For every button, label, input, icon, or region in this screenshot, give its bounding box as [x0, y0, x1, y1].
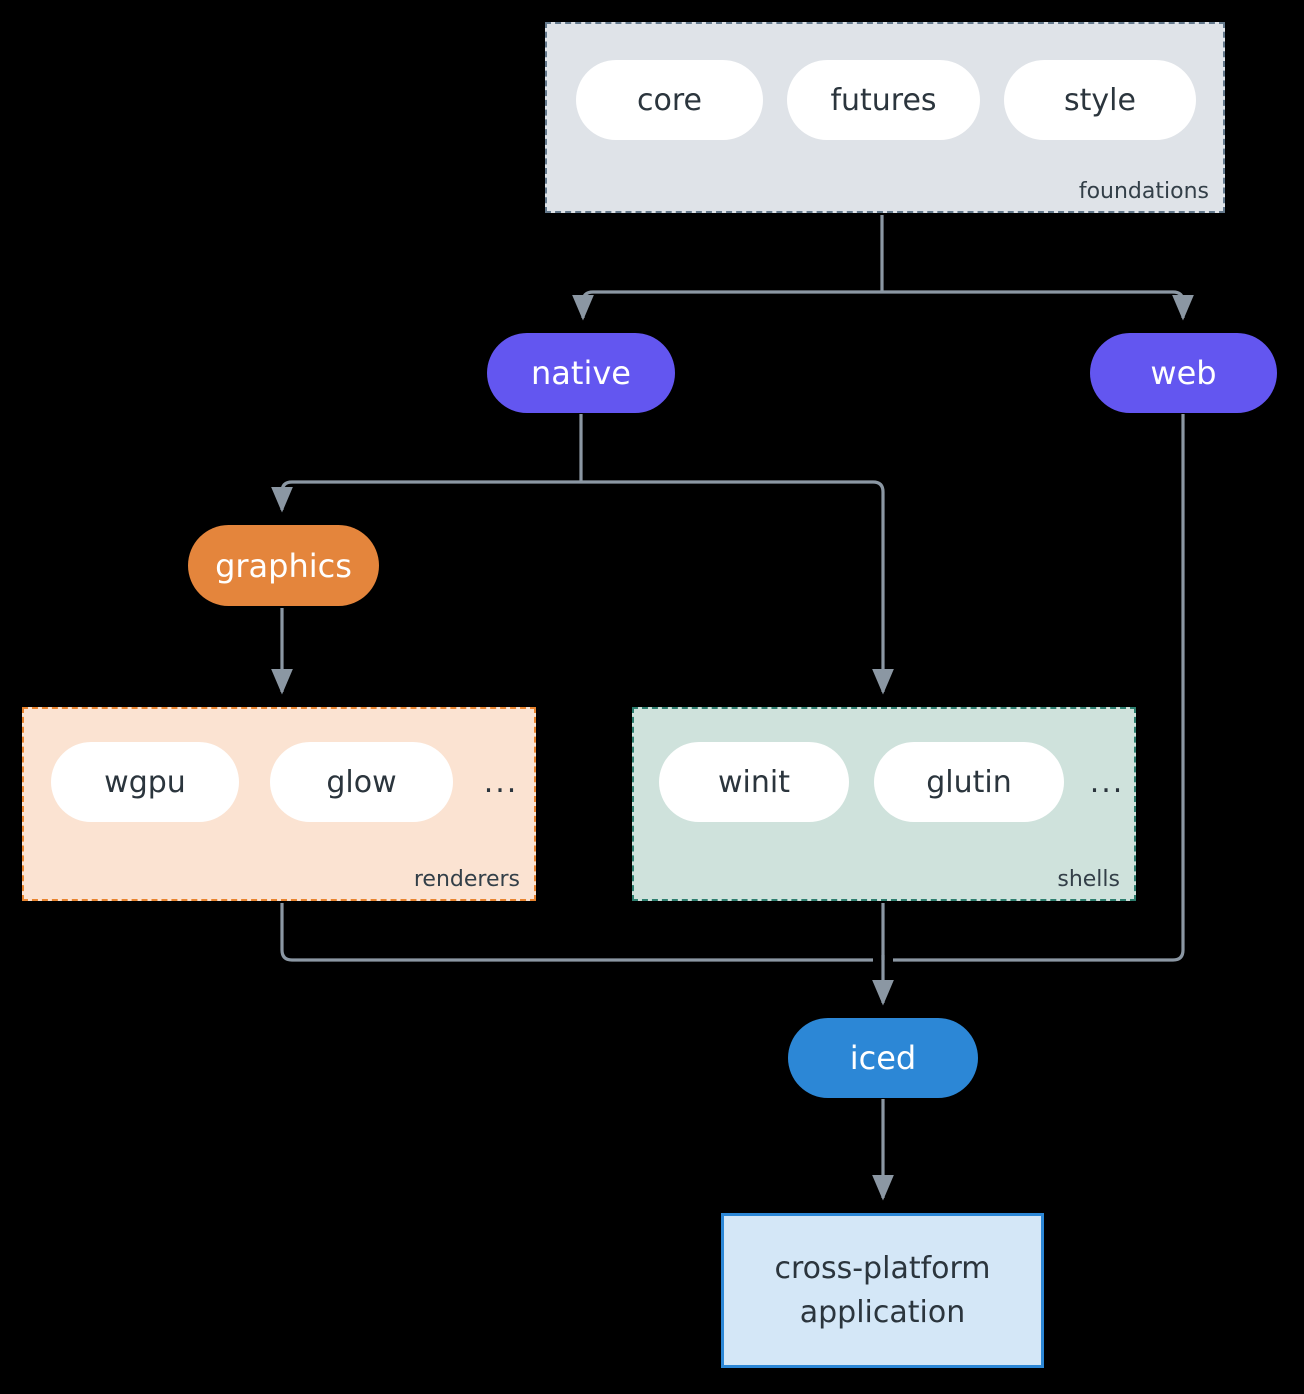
- group-label-renderers: renderers: [413, 867, 520, 892]
- group-item-glutin[interactable]: glutin: [874, 742, 1064, 822]
- edge-renderers-to-iced: [280, 903, 873, 962]
- group-label-foundations: foundations: [1078, 179, 1209, 204]
- group-item-glow[interactable]: glow: [270, 742, 453, 822]
- group-more-renderers: ...: [483, 765, 519, 800]
- node-iced[interactable]: iced: [788, 1018, 978, 1098]
- group-item-wgpu[interactable]: wgpu: [51, 742, 239, 822]
- group-label-shells: shells: [1057, 867, 1120, 892]
- group-item-winit[interactable]: winit: [659, 742, 849, 822]
- group-renderers: wgpu glow ... renderers: [22, 707, 536, 901]
- group-item-core[interactable]: core: [576, 60, 763, 140]
- node-cross-platform-application[interactable]: cross-platform application: [721, 1213, 1044, 1368]
- edge-native-to-shells: [581, 480, 894, 695]
- node-app-line-1: cross-platform: [774, 1251, 991, 1286]
- group-more-shells: ...: [1089, 765, 1125, 800]
- edge-foundations-to-web: [882, 290, 1194, 321]
- node-web[interactable]: web: [1090, 333, 1277, 413]
- group-foundations: core futures style foundations: [545, 22, 1225, 213]
- node-graphics[interactable]: graphics: [188, 525, 379, 606]
- edge-foundations-to-native: [572, 290, 882, 321]
- node-app-line-2: application: [799, 1294, 966, 1330]
- group-item-futures[interactable]: futures: [787, 60, 980, 140]
- edge-native-to-graphics: [271, 480, 581, 513]
- node-native[interactable]: native: [487, 333, 675, 413]
- group-item-style[interactable]: style: [1004, 60, 1196, 140]
- group-shells: winit glutin ... shells: [632, 707, 1136, 901]
